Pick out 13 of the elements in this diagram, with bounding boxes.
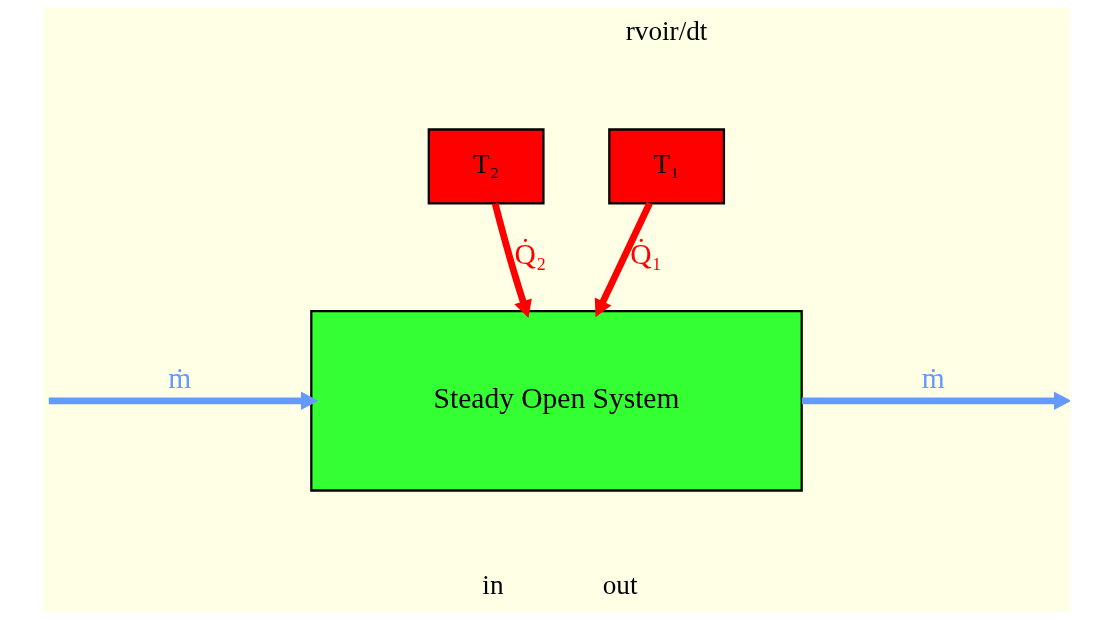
node-box: T₂	[427, 128, 545, 205]
arrow	[594, 201, 653, 318]
edge-label: ṁ	[167, 362, 191, 395]
arrow	[801, 391, 1070, 411]
label: out	[602, 570, 637, 601]
edge-label: ṁ	[921, 362, 945, 395]
node-box: Steady Open System	[309, 310, 803, 492]
label: rvoir/dt	[625, 16, 707, 47]
edge-label: Q̇₂	[514, 238, 546, 271]
node-box: T₁	[607, 128, 725, 205]
arrow	[491, 202, 532, 319]
edge-label: Q̇₁	[629, 238, 662, 271]
label: in	[481, 570, 504, 601]
